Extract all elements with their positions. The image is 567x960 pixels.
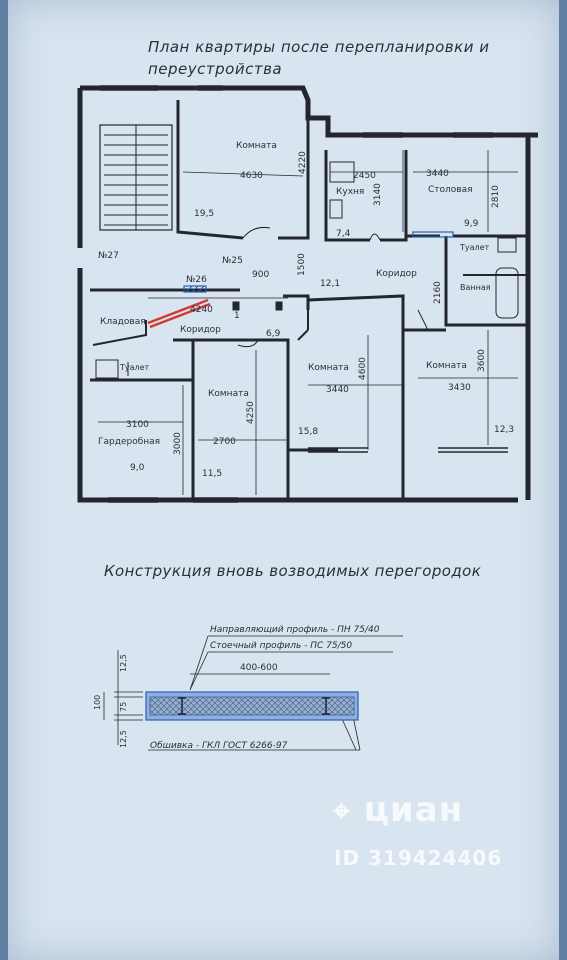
room-dimension: 2450	[353, 171, 376, 181]
room-area: 9,9	[464, 219, 479, 229]
room-name: Туалет	[119, 363, 150, 372]
section-title: Конструкция вновь возводимых перегородок	[104, 562, 482, 580]
room-dimension: 3140	[373, 183, 383, 206]
new-partition	[412, 231, 454, 238]
room-name: Кладовая	[100, 317, 146, 327]
rack-profile-label: Стоечный профиль - ПС 75/50	[210, 641, 352, 651]
room-name: Коридор	[376, 269, 417, 279]
partition-detail: Направляющий профиль - ПН 75/40 Стоечный…	[93, 625, 403, 751]
room-name: Кухня	[336, 187, 364, 197]
room-name: Коридор	[180, 325, 221, 335]
room-dimension: 2810	[491, 185, 501, 208]
new-partition	[183, 285, 207, 293]
spacing-dimension: 400-600	[240, 663, 278, 673]
room-dimension: 3000	[173, 432, 183, 455]
room-dimension: 4250	[246, 401, 256, 424]
room-dimension: 3440	[326, 385, 349, 395]
room-area: 19,5	[194, 209, 214, 219]
room-name: Ванная	[460, 283, 491, 292]
room-dimension: 4600	[358, 357, 368, 380]
door-dimension: 900	[252, 270, 269, 280]
room-name: Гардеробная	[98, 437, 160, 447]
dim-core: 75	[119, 702, 128, 712]
room-area: 7,4	[336, 229, 351, 239]
wall-west-lower	[77, 268, 518, 503]
room-dimension: 3600	[477, 349, 487, 372]
room-dimension: 2160	[433, 281, 443, 304]
room-name: Столовая	[428, 185, 473, 195]
room-dimension: 2700	[213, 437, 236, 447]
location-pin-icon: ⌖	[333, 794, 351, 829]
insulation-core	[149, 696, 355, 716]
cladding-label: Обшивка - ГКЛ ГОСТ 6266-97	[150, 741, 288, 751]
room-dimension: 4240	[190, 305, 213, 315]
room-area: 6,9	[266, 329, 281, 339]
room-dimension: 3430	[448, 383, 471, 393]
room-name: Комната	[426, 361, 467, 371]
room-name: Туалет	[459, 243, 490, 252]
apartment-number: №26	[186, 275, 207, 285]
room-name: Комната	[236, 141, 277, 151]
section-mark: 1	[234, 311, 240, 321]
room-area: 9,0	[130, 463, 145, 473]
rack-profile	[322, 697, 330, 715]
room-area: 12,3	[494, 425, 514, 435]
room-name: Комната	[308, 363, 349, 373]
room-dimension: 1500	[297, 253, 307, 276]
room-dimension: 3440	[426, 169, 449, 179]
guide-profile-label: Направляющий профиль - ПН 75/40	[210, 625, 380, 635]
room-area: 11,5	[202, 469, 222, 479]
room-dimension: 3100	[126, 420, 149, 430]
watermark-logo: ⌖ циан	[333, 790, 463, 830]
dim-bottom: 12,5	[119, 730, 128, 748]
dim-total: 100	[93, 695, 102, 710]
plan-subtitle: переустройства	[148, 60, 283, 78]
apartment-number: №25	[222, 256, 243, 266]
plan-title: План квартиры после перепланировки и	[148, 38, 490, 56]
room-area: 12,1	[320, 279, 340, 289]
demolition-mark	[147, 298, 211, 329]
dim-top: 12,5	[119, 654, 128, 672]
room-dimension: 4630	[240, 171, 263, 181]
rack-profile	[178, 697, 186, 715]
watermark-brand: циан	[363, 790, 464, 830]
floor-plan: Комната 4630 19,5 4220 Кухня 2450 3140 7…	[77, 85, 538, 503]
room-area: 15,8	[298, 427, 318, 437]
watermark-id: ID 319424406	[334, 846, 503, 870]
room-name: Комната	[208, 389, 249, 399]
apartment-number: №27	[98, 251, 119, 261]
room-dimension: 4220	[298, 151, 308, 174]
drawing-sheet: План квартиры после перепланировки и пер…	[8, 0, 559, 960]
